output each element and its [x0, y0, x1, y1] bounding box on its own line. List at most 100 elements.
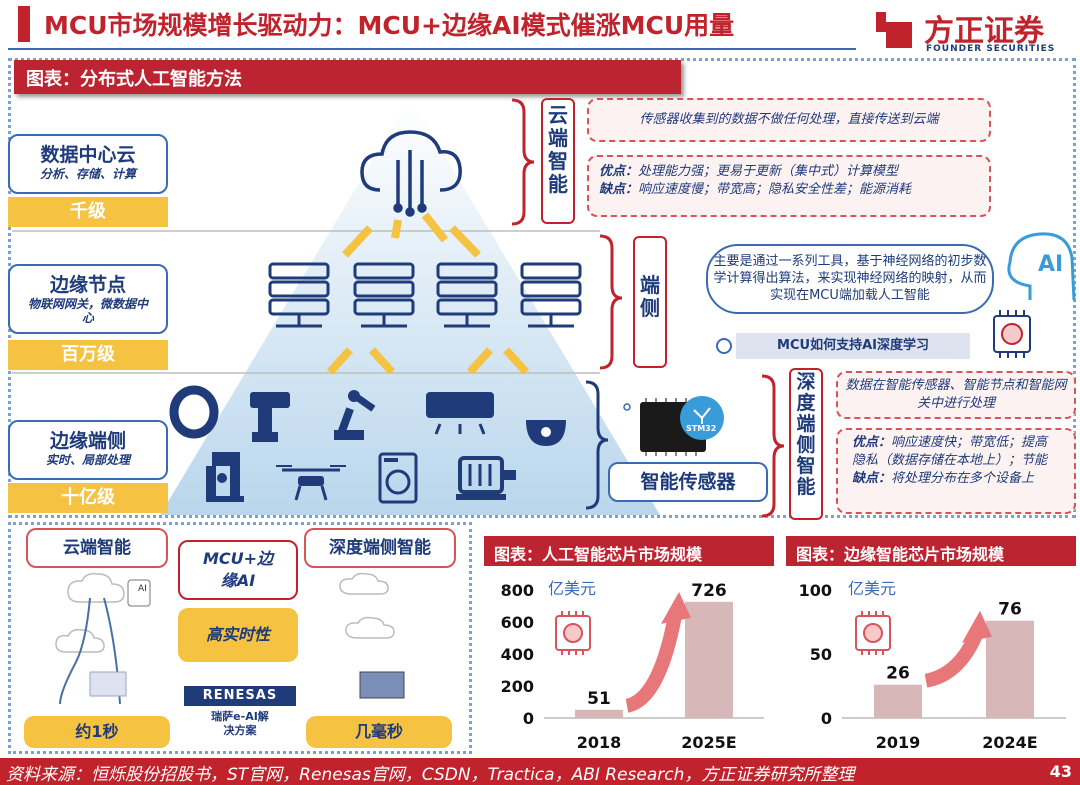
robot-arm-icon — [334, 390, 376, 440]
brain-chip-icon — [855, 611, 891, 655]
edge-note-bubble: 主要是通过一系列工具，基于神经网络的初步数学计算得出算法，来实现神经网络的映射，… — [706, 244, 994, 314]
ai-chip-icon — [555, 611, 591, 655]
deep-brace — [761, 374, 785, 518]
level-title: 数据中心云 — [40, 144, 136, 166]
deep-title-box: 深度端侧智能 — [304, 528, 456, 568]
mcu-ai-pill: MCU如何支持AI深度学习 — [736, 333, 970, 359]
device-brace — [585, 380, 609, 510]
y-tick-label: 800 — [501, 581, 534, 600]
unit-label: 亿美元 — [848, 579, 896, 598]
device-icons — [169, 385, 566, 504]
server-label: AI — [138, 584, 147, 594]
coffee-machine-icon — [206, 452, 244, 502]
data-label: 76 — [998, 600, 1022, 620]
y-tick-label: 600 — [501, 613, 534, 632]
ai-server-icon — [127, 579, 151, 607]
y-tick-label: 200 — [501, 677, 534, 696]
latency-comparison-frame — [8, 522, 472, 754]
ai-head-icon — [1007, 232, 1076, 301]
x-tick-label: 2024E — [982, 733, 1037, 752]
pros-text: 响应速度快；带宽低；提高隐私（数据存储在本地上）；节能 — [852, 435, 1048, 468]
title-accent-bar — [18, 6, 30, 42]
level-cloud: 数据中心云 分析、存储、计算 — [8, 134, 168, 194]
connector-dot — [623, 403, 631, 411]
washing-machine-icon — [378, 452, 418, 504]
data-label: 726 — [691, 581, 727, 601]
y-tick-label: 400 — [501, 645, 534, 664]
level-tag: 十亿级 — [8, 483, 168, 513]
drone-icon — [276, 465, 346, 501]
data-label: 51 — [587, 689, 611, 709]
smart-sensor-label: 智能传感器 — [608, 462, 768, 502]
cloud-note: 传感器收集到的数据不做任何处理，直接传送到云端 — [587, 98, 991, 142]
cons-label: 缺点： — [599, 182, 639, 197]
mcu-edge-ai-box: MCU+边缘AI — [178, 540, 298, 600]
level-edge-node: 边缘节点 物联网网关，微数据中心 — [8, 264, 168, 334]
flow-arrows — [327, 212, 529, 375]
cloud-pros-cons: 优点：处理能力强；更易于更新（集中式）计算模型 缺点：响应速度慢；带宽高；隐私安… — [587, 155, 991, 217]
growth-arrow — [625, 614, 682, 713]
board-icon — [359, 671, 405, 699]
y-tick-label: 50 — [810, 645, 832, 664]
cloud-brace — [511, 98, 535, 226]
edge-side-label: 端侧 — [633, 236, 667, 368]
y-tick-label: 0 — [821, 709, 832, 728]
deep-edge-label: 深度端侧智能 — [789, 368, 823, 520]
chart-title: 图表：人工智能芯片市场规模 — [484, 536, 774, 566]
level-tag: 千级 — [8, 197, 168, 227]
title-rule — [8, 48, 856, 50]
brain-chip-icon — [993, 310, 1031, 358]
edge-brace — [599, 234, 623, 370]
growth-arrow-head — [661, 591, 691, 624]
level-subtitle: 分析、存储、计算 — [39, 167, 136, 181]
level-subtitle: 物联网网关，微数据中心 — [28, 297, 149, 325]
renesas-logo: RENESAS — [184, 686, 296, 706]
security-camera-icon — [526, 420, 566, 446]
cloud-shapes — [55, 572, 395, 653]
cloud-link-line — [59, 597, 91, 705]
x-tick-label: 2018 — [577, 733, 622, 752]
deep-latency: 几毫秒 — [306, 716, 452, 748]
bar — [986, 620, 1034, 718]
renesas-solution: 瑞萨e-AI解决方案 — [211, 710, 269, 737]
pyramid-diagram — [12, 98, 1076, 518]
cons-label: 缺点： — [852, 471, 892, 486]
motor-icon — [456, 456, 516, 500]
level-title: 边缘端侧 — [49, 430, 126, 452]
x-tick-label: 2019 — [876, 733, 921, 752]
drill-icon — [250, 392, 290, 442]
wristband-icon — [169, 385, 219, 439]
pill-bullet — [716, 338, 732, 354]
y-tick-label: 100 — [799, 581, 832, 600]
pros-text: 处理能力强；更易于更新（集中式）计算模型 — [638, 164, 899, 179]
bar — [685, 601, 733, 718]
unit-label: 亿美元 — [548, 579, 596, 598]
brand-logo: 方正证券 FOUNDER SECURITIES — [868, 6, 1068, 60]
growth-arrow-head — [962, 610, 992, 643]
level-edge-device: 边缘端侧 实时、局部处理 — [8, 420, 168, 480]
cons-text: 响应速度慢；带宽高；隐私安全性差；能源消耗 — [638, 182, 912, 197]
page-title: MCU市场规模增长驱动力：MCU+边缘AI模式催涨MCU用量 — [44, 11, 735, 40]
founder-logo-icon — [876, 12, 912, 48]
air-conditioner-icon — [426, 392, 494, 435]
figure-banner: 图表：分布式人工智能方法 — [14, 60, 681, 94]
sensor-board-icon — [89, 671, 127, 697]
latency-illustration — [55, 572, 405, 705]
cloud-latency: 约1秒 — [24, 716, 170, 748]
pros-label: 优点： — [599, 164, 639, 179]
server-icons — [268, 262, 582, 328]
level-subtitle: 实时、局部处理 — [45, 453, 130, 467]
x-tick-label: 2025E — [681, 733, 736, 752]
brand-subname: FOUNDER SECURITIES — [926, 44, 1056, 54]
chart-title: 图表：边缘智能芯片市场规模 — [786, 536, 1076, 566]
ai-badge: AI — [1038, 252, 1064, 277]
bar — [575, 709, 623, 718]
source-note: 资料来源：恒烁股份招股书，ST官网，Renesas官网，CSDN，Tractic… — [0, 758, 1080, 785]
stm32-label: STM32 — [686, 424, 717, 433]
cloud-intelligence-label: 云端智能 — [541, 98, 575, 224]
realtime-box: 高实时性 — [178, 608, 298, 662]
deep-pros-cons: 优点：响应速度快；带宽低；提高隐私（数据存储在本地上）；节能 缺点：将处理分布在… — [836, 428, 1076, 514]
